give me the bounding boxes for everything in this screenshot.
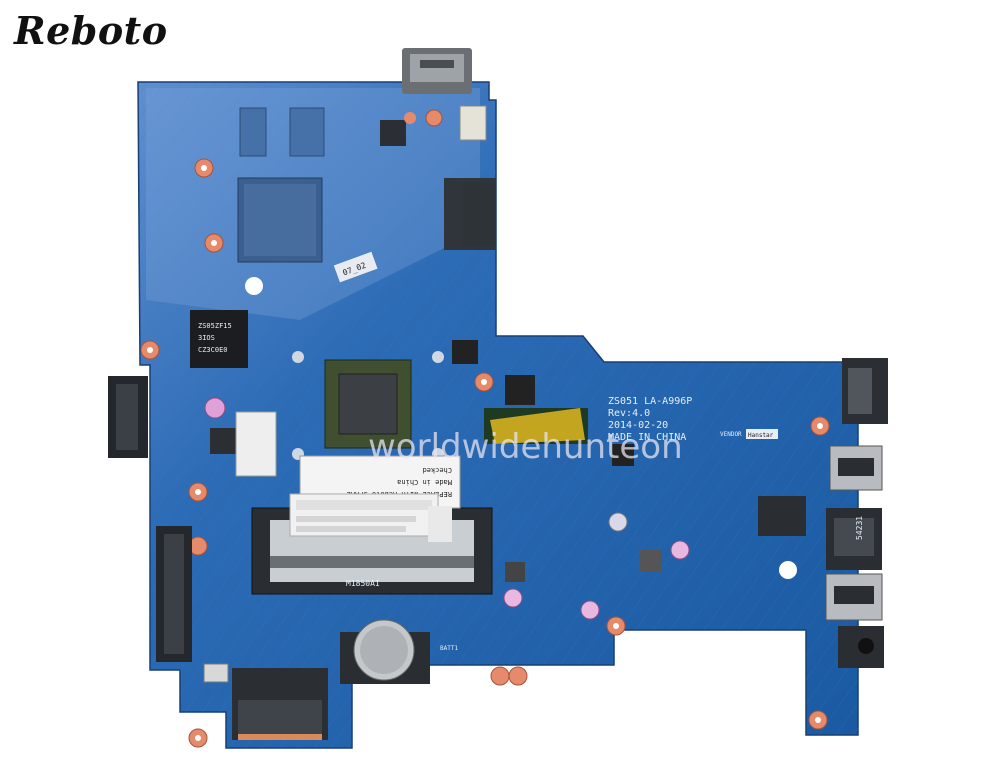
- svg-text:ZS05ZF15: ZS05ZF15: [198, 322, 232, 330]
- board-origin: MADE IN CHINA: [608, 432, 686, 443]
- power-jack: [402, 48, 472, 94]
- svg-text:Hanstar: Hanstar: [748, 432, 774, 439]
- usb-port-2: [825, 573, 883, 621]
- sata-connector-left-top: [108, 376, 148, 458]
- ethernet-port: [826, 508, 882, 570]
- svg-text:M1850A1: M1850A1: [346, 579, 380, 588]
- svg-text:BATT1: BATT1: [440, 645, 458, 652]
- cpu-package: [324, 359, 412, 449]
- tag-sticker: 07_02: [333, 251, 378, 283]
- sata-connector-left-bottom: [156, 526, 192, 662]
- board-revision: Rev:4.0: [608, 408, 650, 419]
- audio-jack: [838, 626, 884, 668]
- cmos-battery: BATT1: [340, 619, 458, 684]
- usb-port-1: [829, 445, 883, 491]
- watermark: worldwidehunteon: [368, 427, 683, 467]
- svg-text:VENDOR: VENDOR: [720, 431, 742, 438]
- board-date: 2014-02-20: [608, 420, 668, 431]
- sd-card-reader: [232, 668, 328, 740]
- board-model: ZS051 LA-A996P: [608, 396, 692, 407]
- mounting-holes: [140, 158, 830, 748]
- vga-port: [842, 358, 888, 424]
- ec-chip: ZS05ZF15 3IOS CZ3C0E0: [190, 310, 248, 368]
- svg-text:Made in China: Made in China: [397, 478, 452, 486]
- svg-text:54231: 54231: [855, 516, 864, 540]
- capacitor: [204, 397, 226, 419]
- svg-text:Checked: Checked: [422, 466, 452, 474]
- svg-text:CZ3C0E0: CZ3C0E0: [198, 346, 228, 354]
- brand-logo: Reboto: [14, 8, 168, 53]
- svg-text:3IOS: 3IOS: [198, 334, 215, 342]
